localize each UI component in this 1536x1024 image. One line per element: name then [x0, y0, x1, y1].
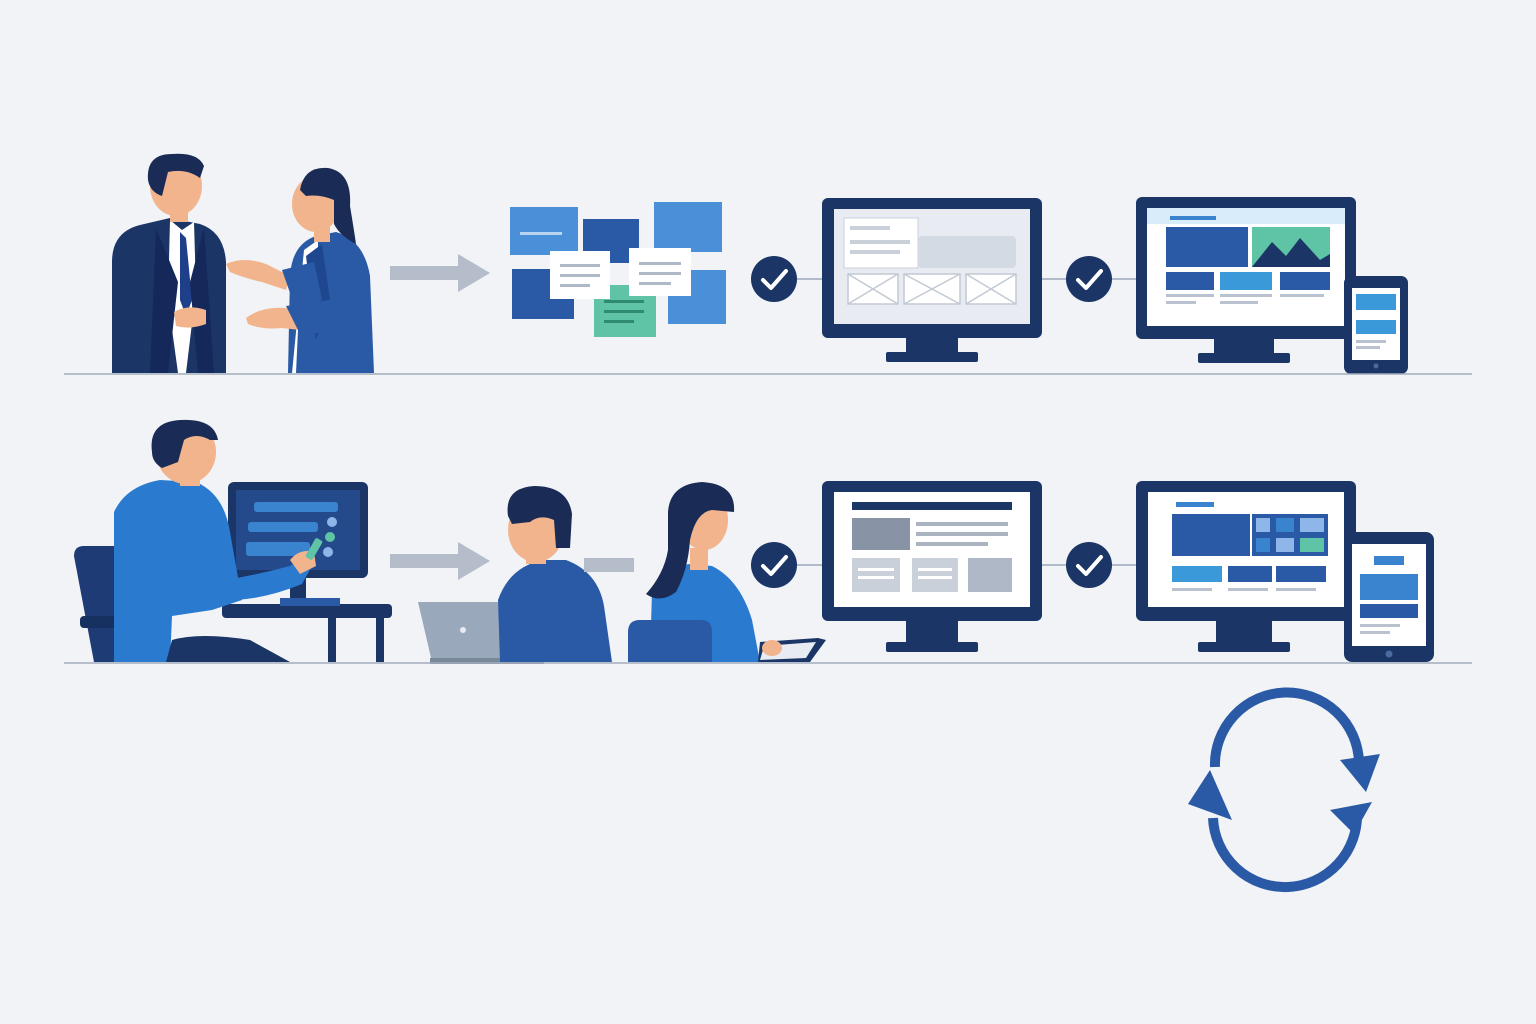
arrow-right-icon [390, 542, 490, 580]
check-circle-icon [1066, 256, 1112, 302]
wireframe-monitor [822, 198, 1042, 362]
responsive-devices [1136, 481, 1434, 662]
check-circle-icon [751, 256, 797, 302]
layout-monitor [822, 481, 1042, 652]
check-circle-icon [751, 542, 797, 588]
sticky-note-board [510, 202, 726, 337]
businessman-figure [112, 153, 226, 373]
row-planning [64, 153, 1472, 375]
businesswoman-figure [226, 167, 374, 373]
refresh-cycle-icon [1188, 687, 1380, 893]
final-design-devices [1136, 197, 1408, 374]
row-development [64, 419, 1472, 664]
developer-at-desk [74, 419, 392, 662]
arrow-right-icon [390, 254, 490, 292]
check-circle-icon [1066, 542, 1112, 588]
team-collaboration [418, 482, 826, 664]
